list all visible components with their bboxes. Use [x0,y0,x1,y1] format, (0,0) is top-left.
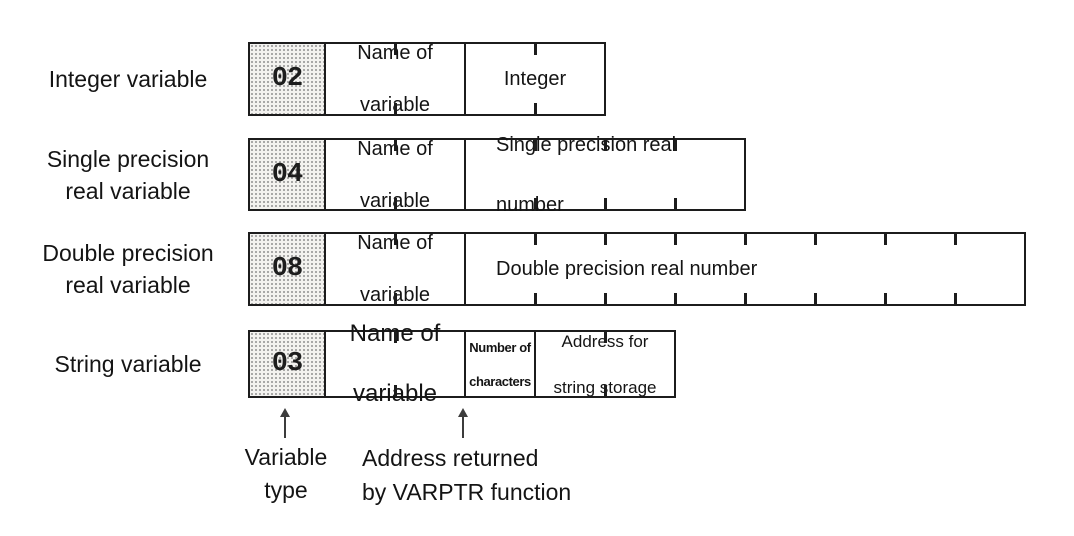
byte-section: Double precision real number [464,234,1024,304]
byte-boundary-tick [884,234,887,245]
byte-boundary-tick [394,44,397,55]
row-label-line: real variable [65,177,191,204]
byte-section: Name ofvariable [324,320,464,407]
byte-boundary-tick [674,234,677,245]
byte-boundary-tick [534,44,537,55]
byte-section: Name ofvariable [324,232,464,306]
arrow-stem [462,417,464,438]
row-label: Double precision real variable [16,232,240,306]
byte-section-label-line: characters [469,373,531,389]
varptr-line1: Address returned [362,445,539,471]
type-code-cell: 08 [250,234,324,304]
variable-type-line1: Variable [244,444,328,470]
type-code: 03 [271,349,303,379]
byte-boundary-tick [394,385,397,396]
byte-boundary-tick [394,332,397,343]
row-label-line: Integer variable [48,66,208,92]
byte-boundary-tick [534,103,537,114]
memory-layout-box: 08 Name ofvariable Double precision real n… [248,232,1026,306]
byte-boundary-tick [674,140,677,151]
variable-type-arrow-icon [278,408,292,438]
byte-boundary-tick [884,293,887,304]
type-code-cell: 03 [250,332,324,396]
byte-section-label: Single precision real number [466,134,744,216]
type-code: 02 [271,64,303,94]
byte-boundary-tick [954,234,957,245]
byte-section: Number of characters [464,332,534,396]
byte-section-label-line: number [496,193,564,216]
byte-boundary-tick [534,234,537,245]
row-label-line: real variable [65,272,191,298]
varptr-address-arrow-icon [456,408,470,438]
type-code-cell: 04 [250,140,324,209]
variable-type-label: Variable type [225,441,347,507]
byte-section: Integer [464,44,604,114]
byte-boundary-tick [604,385,607,396]
arrow-head [280,408,290,417]
byte-boundary-tick [534,198,537,209]
byte-section: Name ofvariable [324,138,464,212]
byte-section: Name ofvariable [324,42,464,116]
byte-boundary-tick [814,293,817,304]
type-code: 04 [271,159,303,190]
byte-boundary-tick [954,293,957,304]
memory-layout-box: 04 Name ofvariable Single precision real nu… [248,134,746,216]
memory-layout-box: 03 Name ofvariable Number of charactersAddr… [248,320,676,407]
byte-boundary-tick [394,293,397,304]
byte-boundary-tick [674,293,677,304]
byte-boundary-tick [394,140,397,151]
byte-boundary-tick [814,234,817,245]
byte-boundary-tick [744,234,747,245]
arrow-head [458,408,468,417]
byte-section-label-line: Integer [503,68,567,90]
varptr-address-label: Address returned by VARPTR function [362,441,571,509]
type-code: 08 [271,254,303,284]
row-label-line: String variable [54,351,202,377]
byte-boundary-tick [394,198,397,209]
byte-boundary-tick [604,140,607,151]
row-label-line: Double precision [42,240,214,266]
byte-boundary-tick [534,140,537,151]
row-label: String variable [16,330,240,398]
byte-boundary-tick [604,198,607,209]
byte-boundary-tick [674,198,677,209]
byte-boundary-tick [394,103,397,114]
type-code-cell: 02 [250,44,324,114]
variable-type-line2: type [264,477,308,503]
byte-boundary-tick [534,293,537,304]
byte-boundary-tick [744,293,747,304]
byte-section-label-line: Number of [469,339,531,355]
row-label: Integer variable [16,42,240,116]
varptr-line2: by VARPTR function [362,479,572,505]
byte-section-label: Number of characters [466,332,534,396]
byte-section-label-line: Single precision real [496,133,677,156]
byte-boundary-tick [604,332,607,343]
byte-section-label: Double precision real number [466,234,1024,304]
byte-boundary-tick [394,234,397,245]
arrow-stem [284,417,286,438]
row-label: Single precision real variable [16,138,240,211]
byte-section-label-line: Double precision real number [496,258,758,280]
row-label-line: Single precision [46,145,210,172]
byte-boundary-tick [604,293,607,304]
byte-section-label: Integer [466,44,604,114]
byte-boundary-tick [604,234,607,245]
byte-section: Single precision real number [464,134,744,216]
memory-layout-box: 02 Name ofvariable Integer [248,42,606,116]
